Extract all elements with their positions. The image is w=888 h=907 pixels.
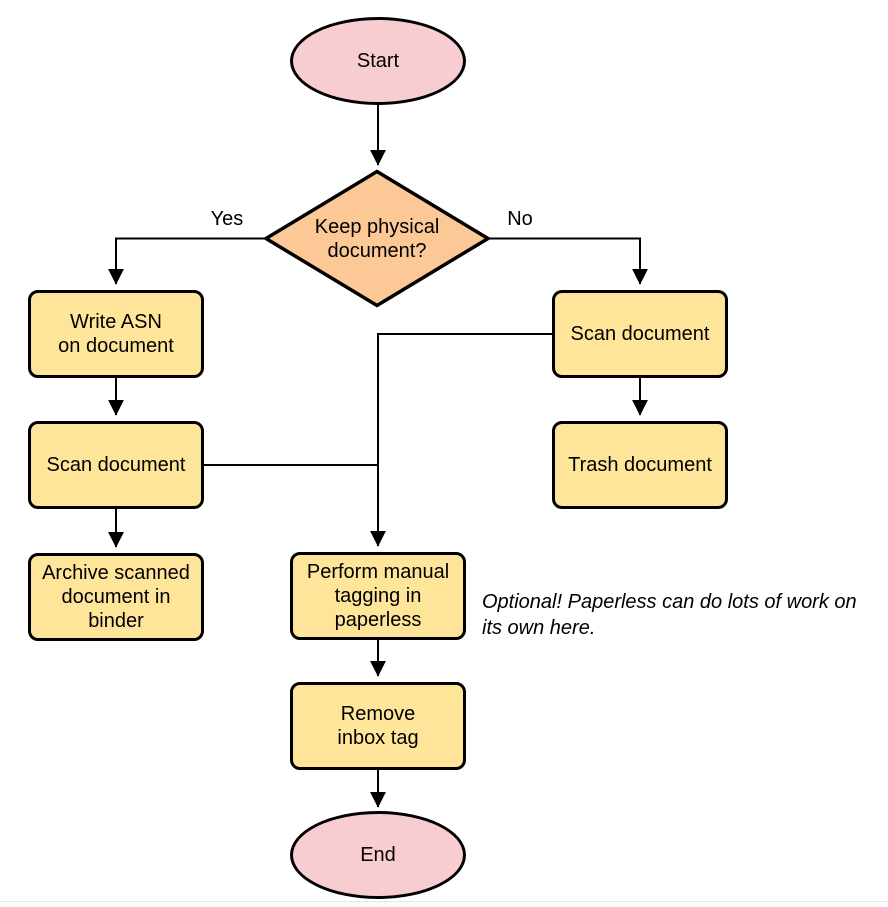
node-start-label: Start bbox=[356, 50, 400, 72]
node-start: Start bbox=[290, 17, 466, 105]
node-end-label: End bbox=[360, 844, 396, 866]
node-remove-inbox-tag-label: Remove inbox tag bbox=[337, 703, 419, 749]
node-manual-tagging: Perform manual tagging in paperless bbox=[290, 552, 466, 640]
node-decision: Keep physical document? bbox=[277, 190, 477, 287]
optional-annotation: Optional! Paperless can do lots of work … bbox=[482, 591, 857, 639]
node-archive-scanned: Archive scanned document in binder bbox=[28, 553, 204, 641]
node-archive-scanned-label: Archive scanned document in binder bbox=[42, 562, 190, 632]
node-decision-label: Keep physical document? bbox=[314, 215, 440, 262]
node-end: End bbox=[290, 811, 466, 899]
edge-decision-to-scan-right bbox=[488, 237, 648, 285]
node-scan-document-right: Scan document bbox=[552, 290, 728, 378]
node-trash-document: Trash document bbox=[552, 421, 728, 509]
node-scan-document-right-label: Scan document bbox=[570, 323, 710, 345]
edge-label-yes: Yes bbox=[210, 208, 244, 230]
edge-scan-right-to-tagging bbox=[370, 333, 552, 547]
node-manual-tagging-label: Perform manual tagging in paperless bbox=[306, 561, 450, 631]
edge-label-no: No bbox=[507, 208, 533, 230]
node-write-asn-label: Write ASN on document bbox=[58, 311, 174, 357]
node-scan-document-left-label: Scan document bbox=[46, 454, 186, 476]
node-remove-inbox-tag: Remove inbox tag bbox=[290, 682, 466, 770]
node-write-asn: Write ASN on document bbox=[28, 290, 204, 378]
node-trash-document-label: Trash document bbox=[568, 454, 712, 476]
decision-diamond-shape bbox=[262, 169, 492, 308]
node-scan-document-left: Scan document bbox=[28, 421, 204, 509]
edge-decision-to-write-asn bbox=[108, 237, 266, 285]
bottom-divider bbox=[0, 901, 888, 907]
